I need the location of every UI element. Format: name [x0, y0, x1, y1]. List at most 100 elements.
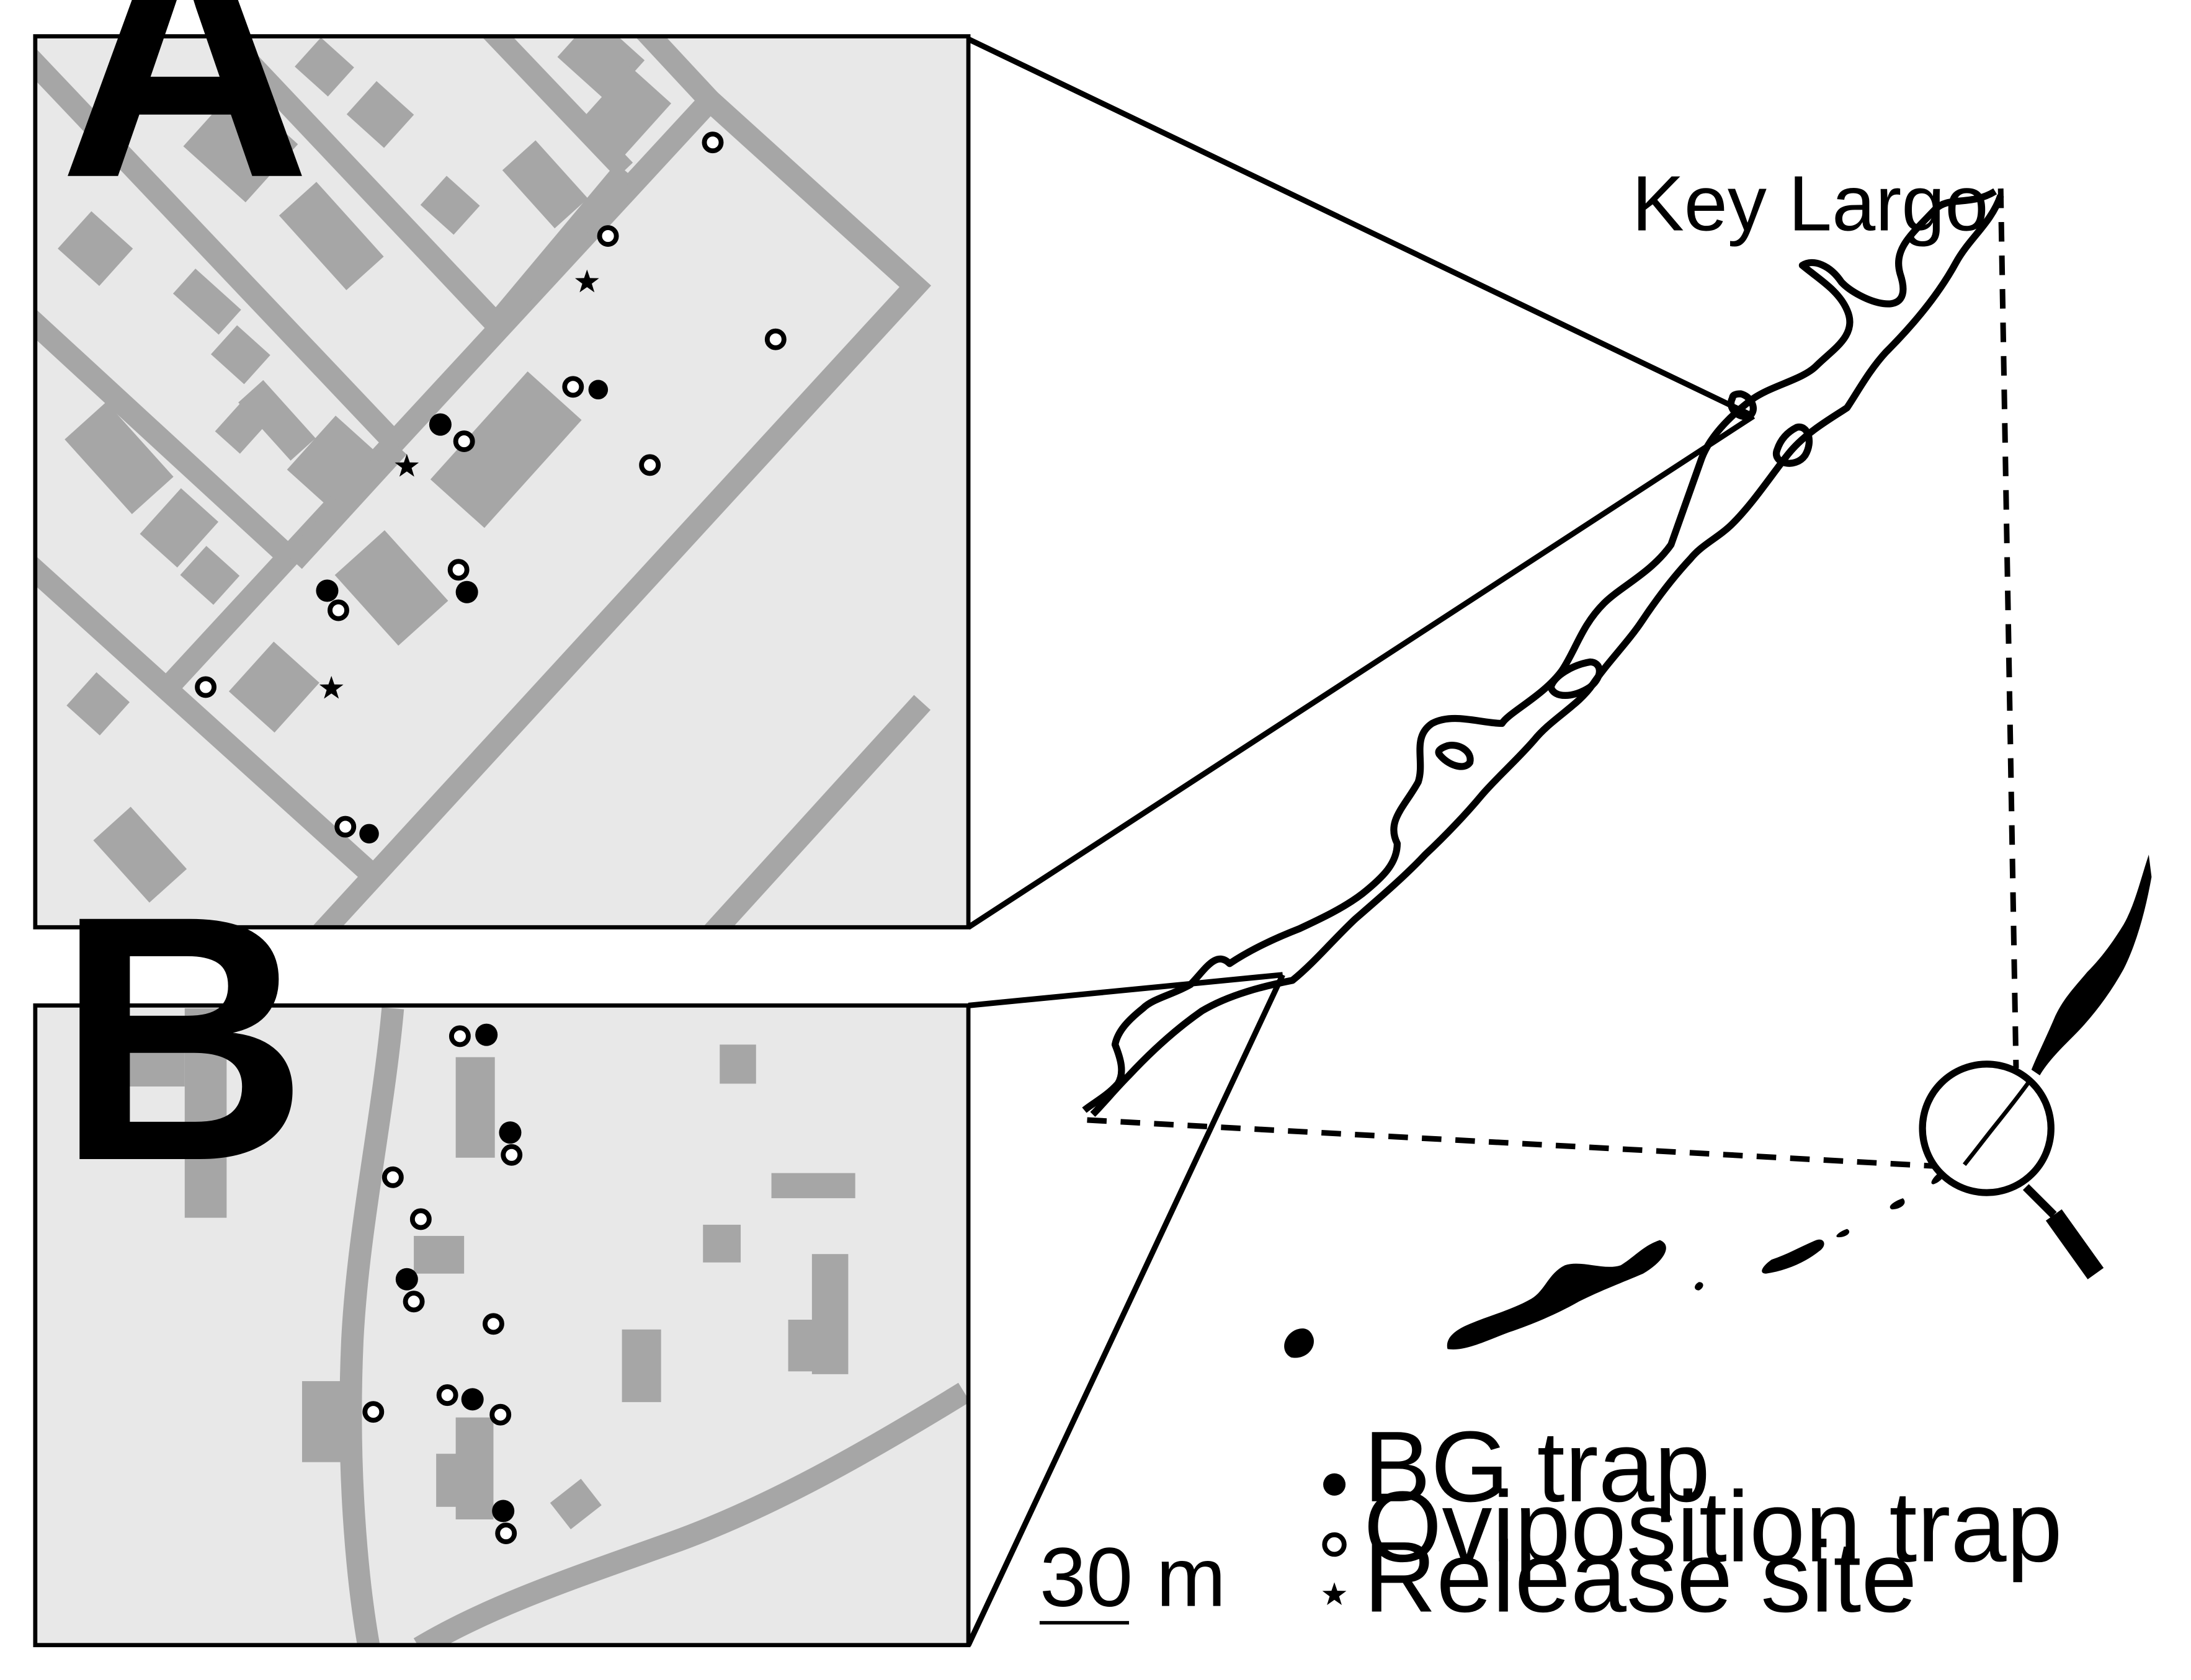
building: [346, 81, 414, 148]
road: [488, 163, 633, 331]
building: [430, 371, 582, 528]
panel-a-traps: [195, 131, 787, 844]
panel-a-buildings: [58, 36, 672, 903]
building: [210, 325, 270, 384]
key-largo-outline: [1082, 188, 2004, 1117]
oviposition-trap: [702, 131, 724, 154]
bg-trap: [461, 1388, 484, 1411]
panel-b-label: B: [56, 843, 309, 1233]
oviposition-trap: [447, 559, 470, 581]
bg-trap: [316, 579, 339, 602]
connector-a-bottom: [966, 414, 1756, 930]
island-loop: [1435, 742, 1474, 770]
building: [287, 416, 373, 504]
panel-a-border: [33, 34, 971, 930]
oviposition-trap: [639, 454, 661, 476]
building: [622, 1329, 661, 1402]
road: [413, 1382, 969, 1645]
building: [771, 1173, 855, 1199]
oviposition-trap: [448, 1025, 471, 1047]
legend: BG trap Oviposition trap Release site: [1322, 1411, 2063, 1633]
building: [184, 1008, 227, 1218]
building: [420, 176, 480, 235]
panel-b-roads: [339, 1007, 969, 1645]
road: [635, 36, 718, 109]
oviposition-trap: [489, 1403, 512, 1426]
island-loop: [1773, 424, 1813, 467]
keys-island: [2031, 855, 2152, 1075]
road: [35, 47, 407, 455]
legend-bg-trap-label: BG trap: [1363, 1411, 1710, 1523]
building: [581, 66, 672, 158]
road: [163, 84, 932, 928]
florida-keys-overview: [1284, 855, 2152, 1358]
building: [65, 402, 174, 514]
scale-bar: 30 m: [1040, 1531, 1226, 1625]
coastline-south: [1090, 194, 2004, 1117]
keys-island: [1284, 1328, 1314, 1358]
oviposition-trap: [334, 816, 357, 838]
building: [228, 641, 319, 733]
inset-frame-bottom: [1087, 1117, 1935, 1169]
island-loop: [1547, 658, 1603, 700]
legend-release-site-icon: [1322, 1582, 1347, 1606]
oviposition-trap: [482, 1313, 504, 1335]
building: [414, 1235, 465, 1274]
island-loop: [1728, 390, 1757, 420]
building: [215, 389, 278, 454]
building: [172, 269, 241, 335]
panel-a-roads: [35, 36, 932, 928]
oviposition-trap: [501, 1144, 523, 1166]
road: [704, 695, 931, 928]
panel-b-buildings: [112, 1008, 855, 1529]
panel-a-label: A: [59, 0, 311, 251]
oviposition-trap: [436, 1384, 458, 1407]
bg-trap: [475, 1023, 498, 1046]
road: [208, 36, 505, 332]
building: [502, 140, 588, 229]
building: [720, 1044, 756, 1084]
bg-trap: [395, 1268, 418, 1291]
road: [481, 36, 633, 179]
inset-frame-top: [1997, 188, 2019, 1069]
oviposition-trap: [495, 1522, 517, 1545]
oviposition-trap: [562, 376, 584, 398]
building: [58, 211, 133, 287]
bg-trap: [499, 1121, 522, 1144]
building: [183, 88, 298, 203]
connector-b-bottom: [966, 973, 1285, 1647]
bg-trap: [588, 380, 609, 400]
building: [279, 182, 384, 290]
road: [339, 1007, 404, 1645]
legend-oviposition-trap-icon: [1322, 1532, 1347, 1557]
keys-island: [1695, 1282, 1703, 1291]
building: [112, 1016, 185, 1087]
road: [35, 555, 383, 886]
panel-a: A: [33, 0, 971, 930]
legend-release-site-label: Release site: [1363, 1521, 1917, 1633]
oviposition-trap: [362, 1401, 385, 1423]
building: [334, 530, 448, 646]
connector-a-top: [967, 36, 1755, 419]
legend-oviposition-trap-label: Oviposition trap: [1363, 1471, 2062, 1583]
bg-trap: [455, 580, 478, 603]
building: [295, 37, 354, 97]
oviposition-trap: [328, 599, 349, 621]
building: [788, 1320, 822, 1372]
scale-bar-label: 30 m: [1040, 1531, 1226, 1624]
building: [66, 672, 130, 736]
road: [35, 308, 301, 570]
magnifier-icon: [1919, 1060, 2104, 1279]
building: [180, 546, 240, 605]
road: [285, 439, 407, 569]
building: [93, 806, 187, 903]
oviposition-trap: [764, 328, 787, 350]
key-largo-label: Key Largo: [1632, 160, 1989, 247]
building: [140, 488, 219, 568]
building: [703, 1224, 741, 1263]
oviposition-trap: [597, 225, 619, 247]
oviposition-trap: [403, 1291, 425, 1313]
keys-island: [1836, 1229, 1850, 1238]
connector-b-top: [968, 972, 1283, 1008]
